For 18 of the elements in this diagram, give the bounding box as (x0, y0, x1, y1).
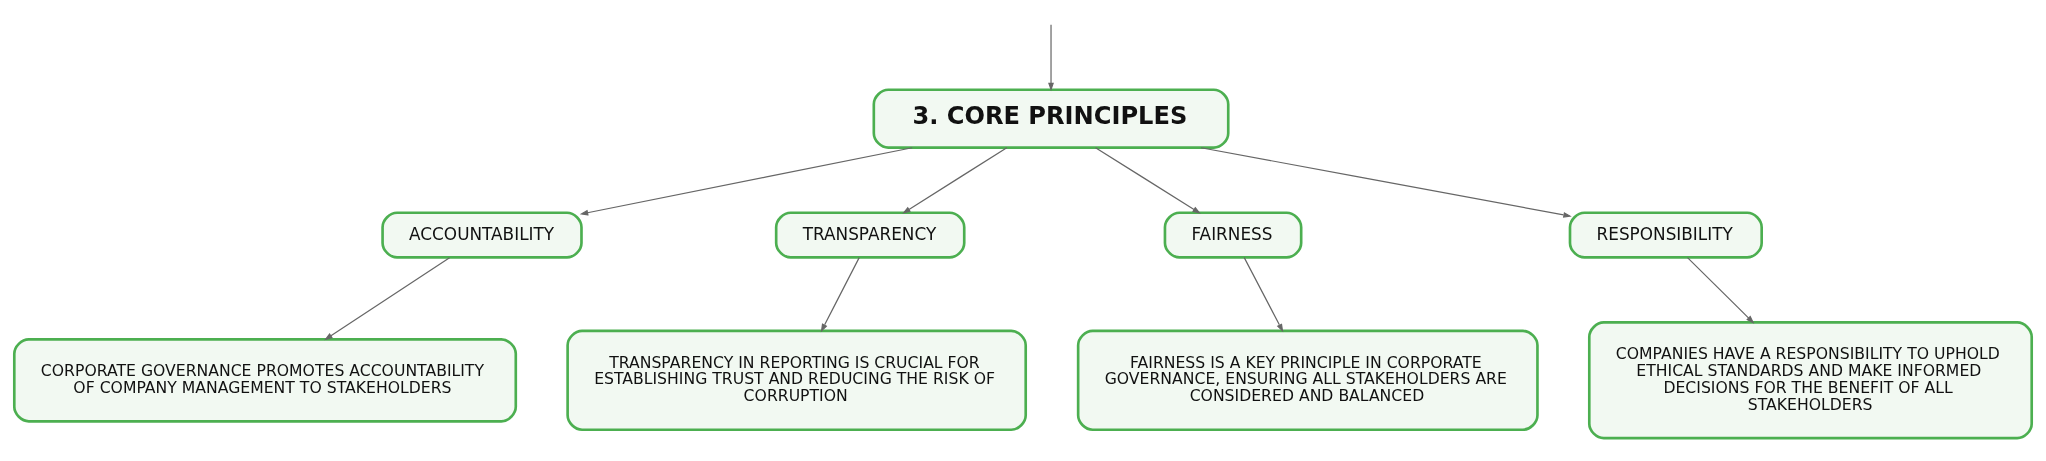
node-box: TRANSPARENCY (774, 210, 966, 259)
arrow (1243, 256, 1284, 332)
node-box: ACCOUNTABILITY (381, 210, 583, 259)
arrow (902, 146, 1008, 214)
arrow (1094, 146, 1201, 214)
arrow (324, 256, 451, 340)
arrow (820, 256, 860, 332)
arrow (579, 146, 913, 215)
arrow (1048, 23, 1054, 91)
node-box: TRANSPARENCY IN REPORTING IS CRUCIAL FOR ESTABLISHING TRUST AND REDUCING THE RISK OF CORRUPTION (566, 329, 1028, 431)
node-box: 3. CORE PRINCIPLES (872, 87, 1230, 149)
node-box: CORPORATE GOVERNANCE PROMOTES ACCOUNTABILITY OF COMPANY MANAGEMENT TO STAKEHOLDERS (12, 337, 518, 423)
node-box: RESPONSIBILITY (1568, 210, 1763, 259)
arrow (1686, 256, 1755, 324)
node-box: COMPANIES HAVE A RESPONSIBILITY TO UPHOLD ETHICAL STANDARDS AND MAKE INFORMED DECISIONS FOR THE BENEFIT OF ALL STAKEHOLDERS (1587, 320, 2034, 439)
node-box: FAIRNESS IS A KEY PRINCIPLE IN CORPORATE GOVERNANCE, ENSURING ALL STAKEHOLDERS ARE CONSIDERED AND BALANCED (1076, 329, 1539, 431)
arrow (1200, 146, 1572, 218)
node-box: FAIRNESS (1163, 210, 1303, 259)
